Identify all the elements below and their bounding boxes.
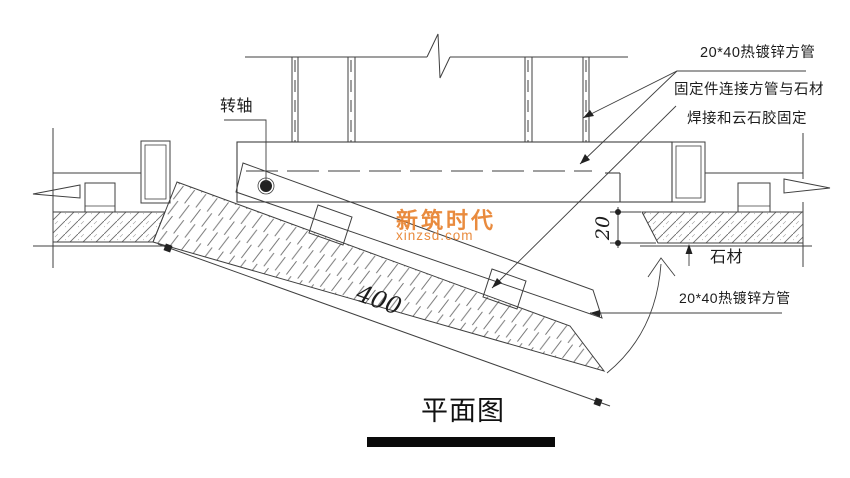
tube-top-label: 20*40热镀锌方管 bbox=[700, 45, 816, 61]
door-stone-panel-hatch bbox=[152, 181, 606, 372]
left-wall bbox=[32, 128, 172, 268]
top-rail-and-columns bbox=[245, 33, 628, 142]
beam-band bbox=[236, 141, 673, 203]
dimension-20: 20 bbox=[592, 215, 615, 241]
right-wall bbox=[640, 133, 831, 267]
right-break-arrow bbox=[783, 178, 831, 194]
left-fixing-block bbox=[84, 182, 116, 213]
swing-arc-arrowhead bbox=[647, 257, 676, 278]
left-jamb-tube-profile bbox=[140, 140, 171, 204]
drawing-title: 平面图 bbox=[421, 396, 505, 426]
leaders bbox=[224, 70, 806, 317]
fixing-piece-1 bbox=[308, 204, 353, 246]
dim-400 bbox=[157, 243, 611, 407]
door-leaf bbox=[152, 162, 606, 372]
swing-arc bbox=[606, 257, 676, 374]
door-square-tube bbox=[235, 162, 603, 319]
right-jamb-tube-profile bbox=[671, 141, 706, 203]
left-wall-stone-hatch bbox=[52, 211, 166, 243]
title-underline-bar bbox=[367, 437, 555, 447]
watermark-name: 新筑时代 bbox=[396, 208, 497, 233]
tube-bottom-label: 20*40热镀锌方管 bbox=[679, 290, 791, 306]
connector-label-line1: 固定件连接方管与石材 bbox=[674, 82, 824, 98]
pivot-leader bbox=[224, 119, 267, 182]
stone-label: 石材 bbox=[710, 249, 744, 266]
right-wall-stone-hatch bbox=[641, 211, 804, 244]
fixing-piece-2 bbox=[482, 268, 527, 310]
left-break-arrow bbox=[32, 184, 81, 199]
dim-20 bbox=[610, 207, 656, 248]
watermark-url: xinzsd.com bbox=[396, 228, 474, 243]
break-line-zigzag bbox=[426, 33, 451, 79]
pivot-label: 转轴 bbox=[220, 98, 254, 115]
fixing-leader bbox=[491, 105, 677, 289]
pivot-point bbox=[260, 180, 272, 192]
right-fixing-block bbox=[737, 182, 771, 213]
connector-label-line2: 焊接和云石胶固定 bbox=[687, 111, 807, 127]
